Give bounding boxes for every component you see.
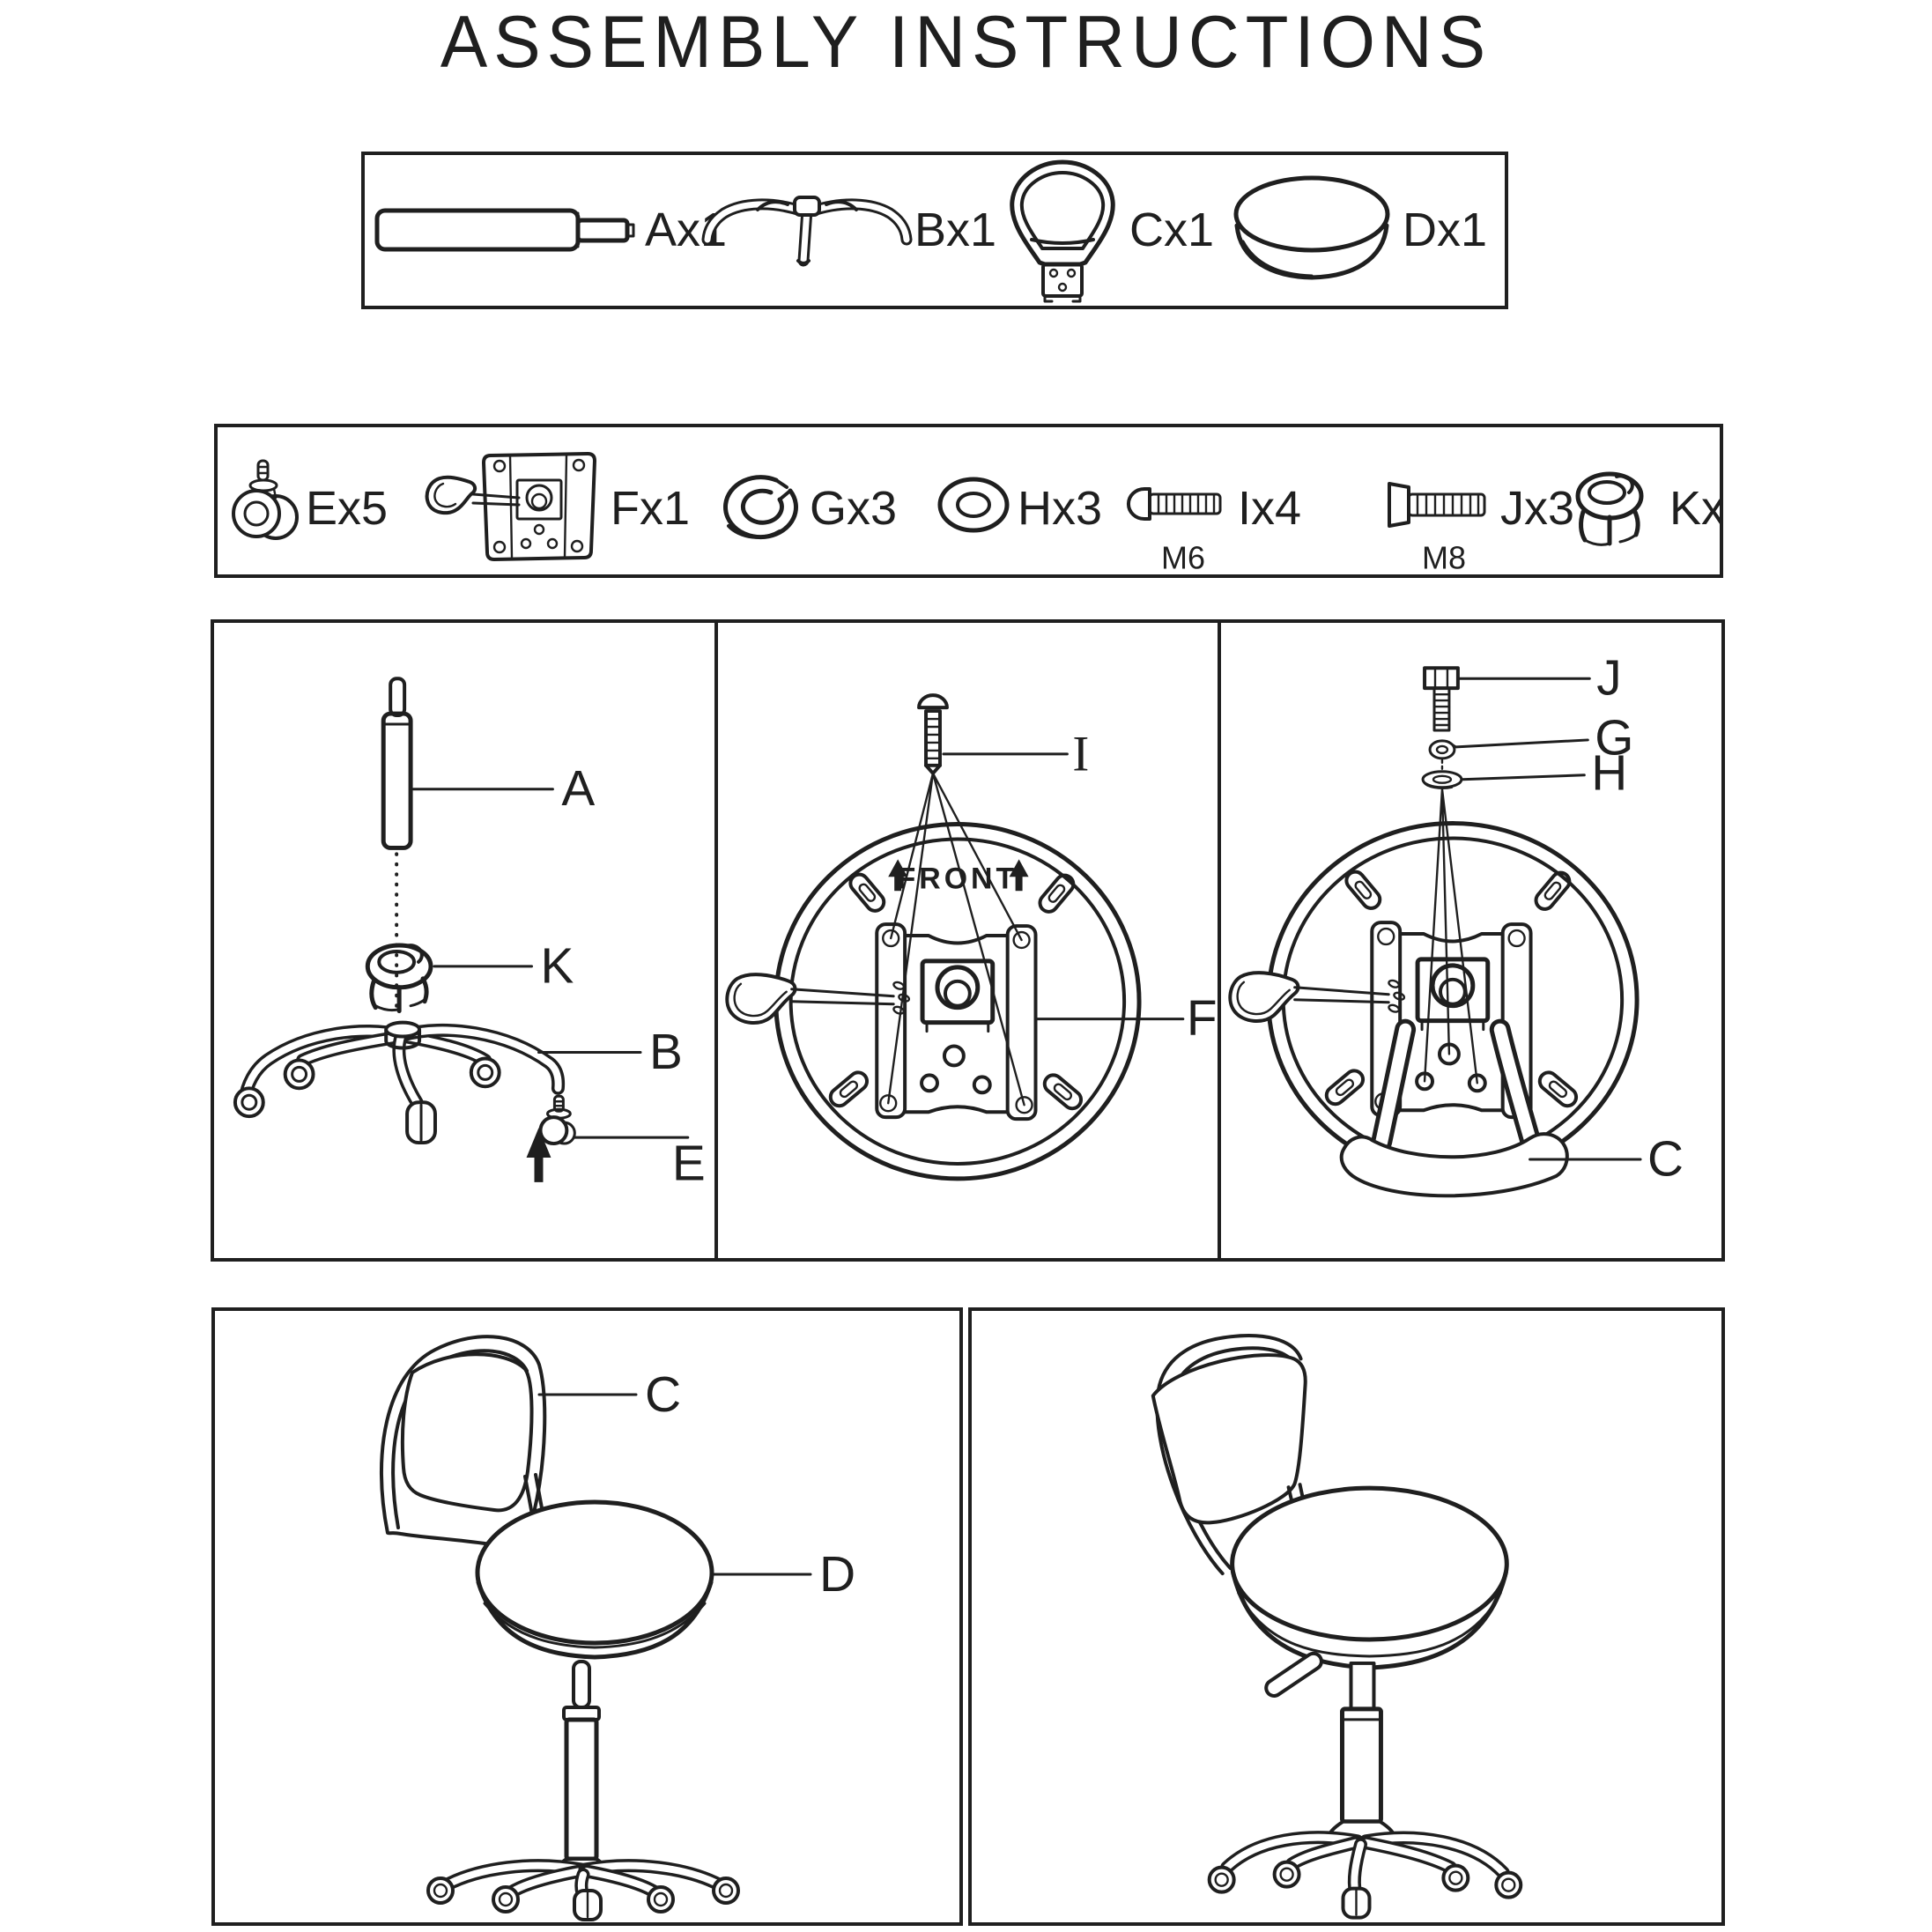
step1-label-b: B bbox=[649, 1025, 683, 1080]
caster-icon bbox=[232, 459, 299, 540]
five-star-base-drawing bbox=[701, 196, 913, 267]
screw-i-drawing bbox=[916, 693, 949, 775]
arrow-up-icon bbox=[526, 1128, 551, 1182]
step1-label-a: A bbox=[561, 761, 595, 817]
step1-panel: A K bbox=[214, 623, 714, 1258]
step1-label-e: E bbox=[672, 1136, 706, 1191]
parts-box: Ax1 Bx1 bbox=[361, 152, 1508, 309]
step3-diagram: J G H C bbox=[1228, 651, 1684, 1198]
gas-lift-drawing bbox=[562, 1660, 601, 1862]
step2-label-f: F bbox=[1186, 991, 1217, 1047]
backrest-drawing bbox=[1151, 1334, 1311, 1576]
front-text: FRONT bbox=[897, 862, 1018, 895]
parts-box-diagram: Ax1 Bx1 bbox=[374, 159, 1487, 303]
step3-label-g: G bbox=[1595, 710, 1634, 766]
step3-panel: J G H C bbox=[1218, 623, 1721, 1258]
seat-assembly-panel: C D bbox=[211, 1307, 963, 1926]
base-b-drawing bbox=[233, 1020, 566, 1145]
step3-label-h: H bbox=[1592, 745, 1628, 801]
hw-label-g: Gx3 bbox=[810, 482, 897, 535]
hw-label-h: Hx3 bbox=[1018, 482, 1102, 535]
lock-washer-g-drawing bbox=[1428, 739, 1458, 760]
backrest-drawing bbox=[379, 1335, 547, 1547]
screw-alignment-lines bbox=[886, 772, 1025, 1107]
step4-label-c: C bbox=[645, 1366, 681, 1423]
bolt-alignment-lines bbox=[1424, 788, 1479, 1084]
seat-assembly-diagram: C D bbox=[379, 1335, 855, 1921]
step3-label-c: C bbox=[1647, 1131, 1684, 1187]
bolt-m8-icon bbox=[1388, 482, 1486, 528]
part-label-d: Dx1 bbox=[1403, 204, 1487, 256]
backrest-bracket-drawing bbox=[1340, 1018, 1570, 1198]
step1-diagram: A K bbox=[233, 677, 706, 1191]
hardware-box-diagram: Ex5 Fx1 bbox=[232, 452, 1720, 575]
part-label-b: Bx1 bbox=[914, 204, 996, 256]
retainer-clip-icon bbox=[1575, 471, 1644, 546]
flat-washer-h-drawing bbox=[1421, 770, 1463, 789]
step2-panel: FRONT bbox=[714, 623, 1218, 1258]
step2-label-i: I bbox=[1072, 726, 1089, 781]
page-title: ASSEMBLY INSTRUCTIONS bbox=[440, 1, 1492, 83]
step2-diagram: FRONT bbox=[724, 693, 1217, 1181]
backrest-drawing bbox=[1010, 159, 1115, 303]
mounting-plate-icon bbox=[425, 452, 596, 561]
seat-cushion-drawing bbox=[1233, 175, 1390, 280]
step4-label-d: D bbox=[819, 1546, 855, 1603]
gas-lift-cylinder-drawing bbox=[374, 208, 635, 252]
hw-size-m6: M6 bbox=[1161, 540, 1205, 575]
base-drawing bbox=[426, 1857, 740, 1921]
clip-k-drawing bbox=[365, 943, 433, 1014]
hw-size-m8: M8 bbox=[1422, 540, 1466, 575]
mounting-plate-f-drawing bbox=[724, 922, 1038, 1121]
assembly-steps-box: A K bbox=[211, 619, 1725, 1262]
hw-label-k: Kx1 bbox=[1669, 482, 1720, 535]
gas-lift-drawing bbox=[381, 677, 413, 850]
bolt-j-drawing bbox=[1423, 666, 1461, 732]
flat-washer-icon bbox=[937, 477, 1010, 533]
gas-lift-drawing bbox=[1340, 1661, 1383, 1825]
step1-label-k: K bbox=[540, 938, 574, 994]
step3-label-j: J bbox=[1597, 651, 1622, 707]
base-drawing bbox=[1207, 1819, 1523, 1920]
hw-label-e: Ex5 bbox=[306, 482, 388, 535]
hw-label-f: Fx1 bbox=[611, 482, 690, 535]
hw-label-j: Jx3 bbox=[1500, 482, 1574, 535]
caster-e-drawing bbox=[538, 1094, 576, 1146]
height-lever-drawing bbox=[1264, 1651, 1323, 1698]
hardware-box: Ex5 Fx1 bbox=[214, 424, 1723, 578]
part-label-c: Cx1 bbox=[1129, 204, 1214, 256]
finished-chair-panel bbox=[968, 1307, 1725, 1926]
screw-m6-icon bbox=[1127, 487, 1222, 521]
seat-drawing bbox=[1230, 1485, 1509, 1670]
seat-drawing bbox=[475, 1499, 714, 1660]
lock-washer-icon bbox=[723, 475, 798, 540]
finished-chair-diagram bbox=[1151, 1334, 1523, 1920]
hw-label-i: Ix4 bbox=[1238, 482, 1301, 535]
